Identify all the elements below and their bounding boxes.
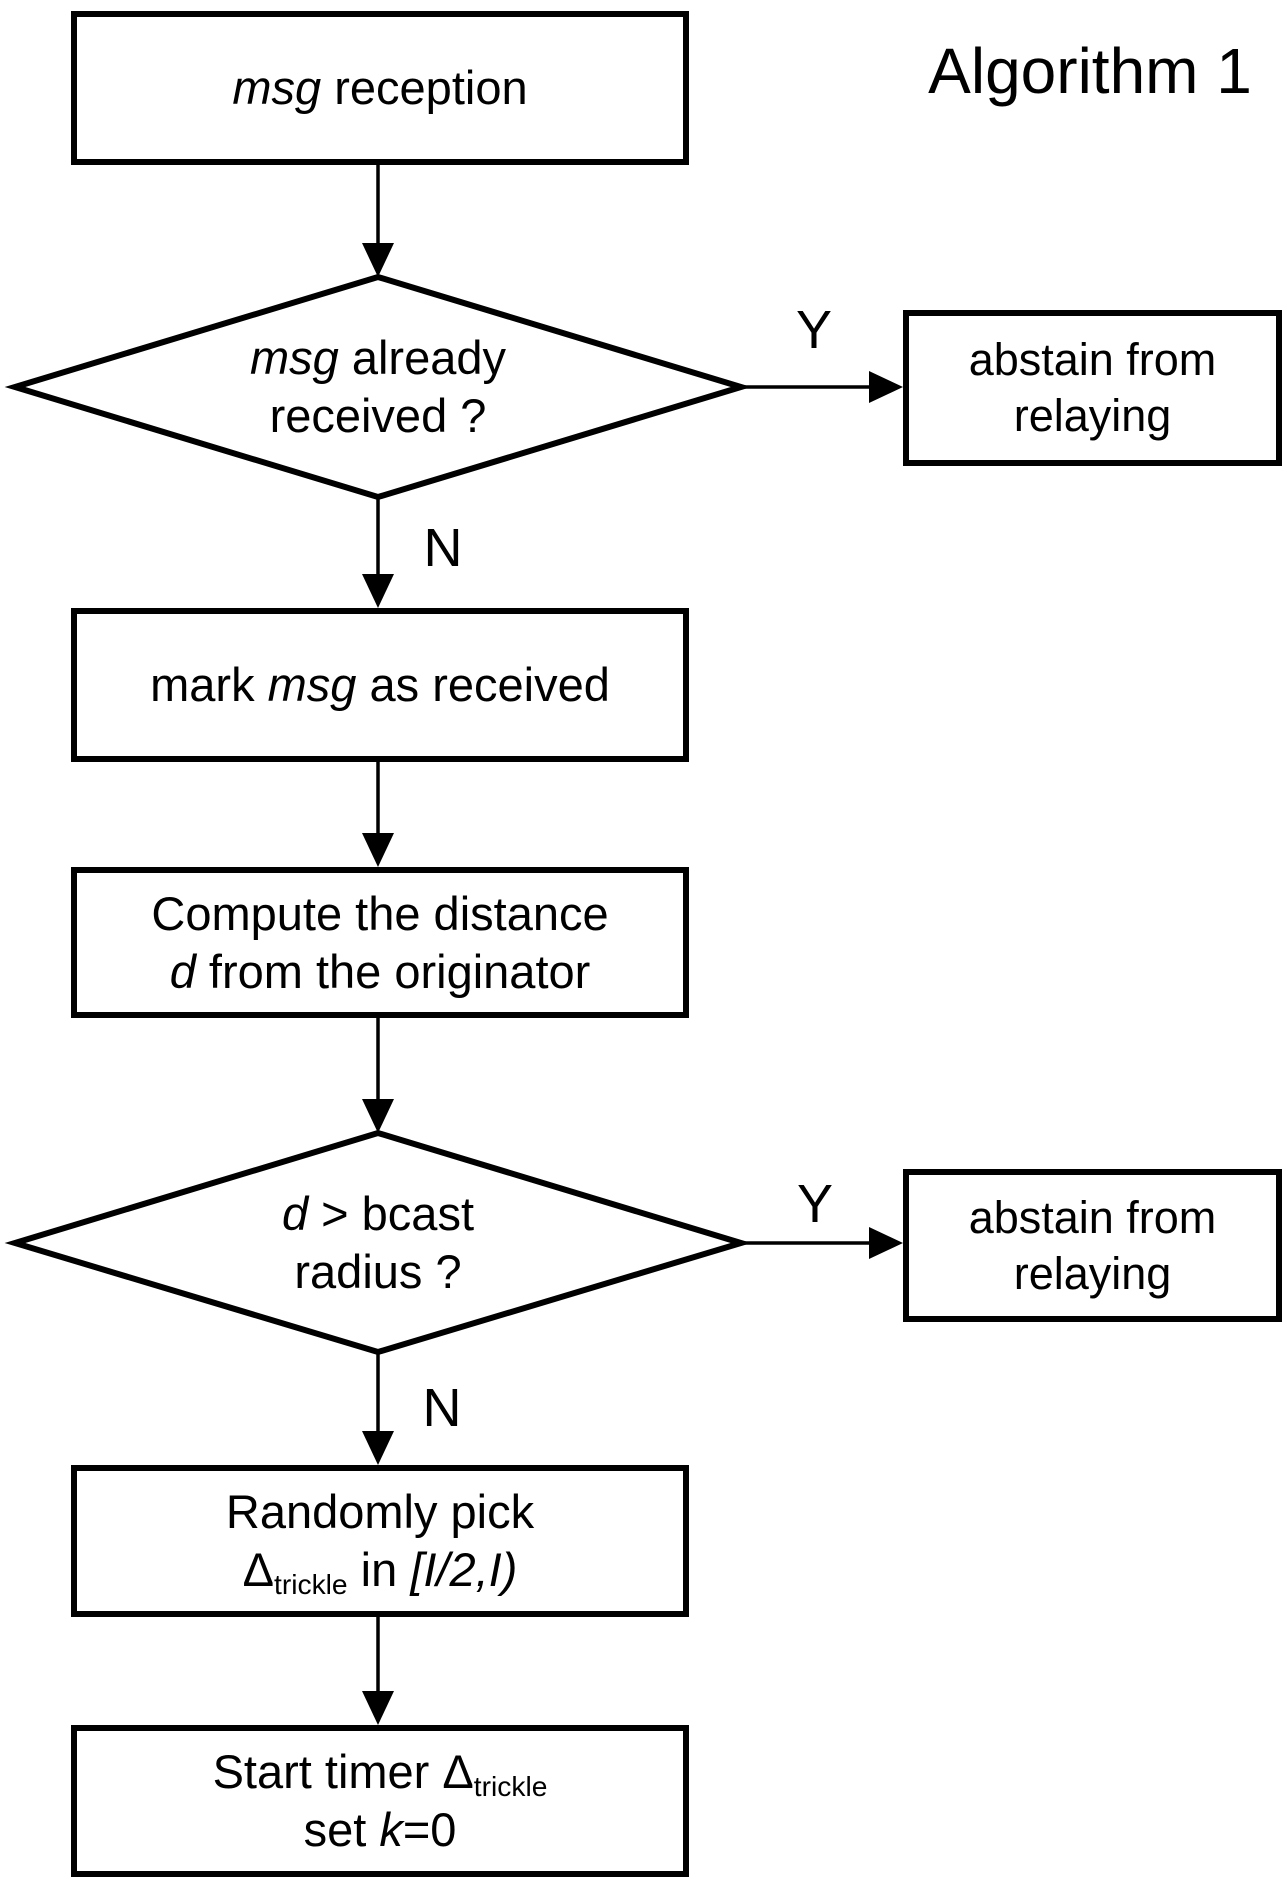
node-msg-reception: msg reception: [71, 11, 689, 165]
edge-label-yes-2: Y: [796, 1174, 834, 1234]
node-bcast-radius-text: d > bcast radius ?: [281, 1187, 475, 1298]
arrowhead-down-4: [362, 1099, 394, 1133]
arrowhead-down-1: [362, 243, 394, 277]
edge-label-no-2: N: [422, 1378, 462, 1438]
arrowhead-down-3: [362, 833, 394, 867]
edge-label-no-1: N: [423, 518, 463, 578]
node-mark-msg-as-received: mark msg as received: [71, 608, 689, 762]
node-compute-distance: Compute the distance d from the originat…: [71, 867, 689, 1018]
arrowhead-right-1: [869, 371, 903, 403]
arrowhead-down-2: [362, 574, 394, 608]
edge-label-yes-1: Y: [795, 300, 833, 360]
arrowhead-right-2: [869, 1227, 903, 1259]
node-start-timer: Start timer Δtrickle set k=0: [71, 1725, 689, 1877]
figure-title: Algorithm 1: [928, 35, 1252, 107]
arrowhead-down-5: [362, 1431, 394, 1465]
node-abstain-from-relaying-2: abstain from relaying: [903, 1169, 1282, 1322]
arrowhead-down-6: [362, 1691, 394, 1725]
node-randomly-pick: Randomly pick Δtrickle in [I/2,I): [71, 1465, 689, 1617]
node-msg-already-received-text: msg already received ?: [249, 331, 506, 442]
node-abstain-from-relaying-1: abstain from relaying: [903, 310, 1282, 466]
node-msg-reception-text: msg reception: [232, 61, 528, 114]
